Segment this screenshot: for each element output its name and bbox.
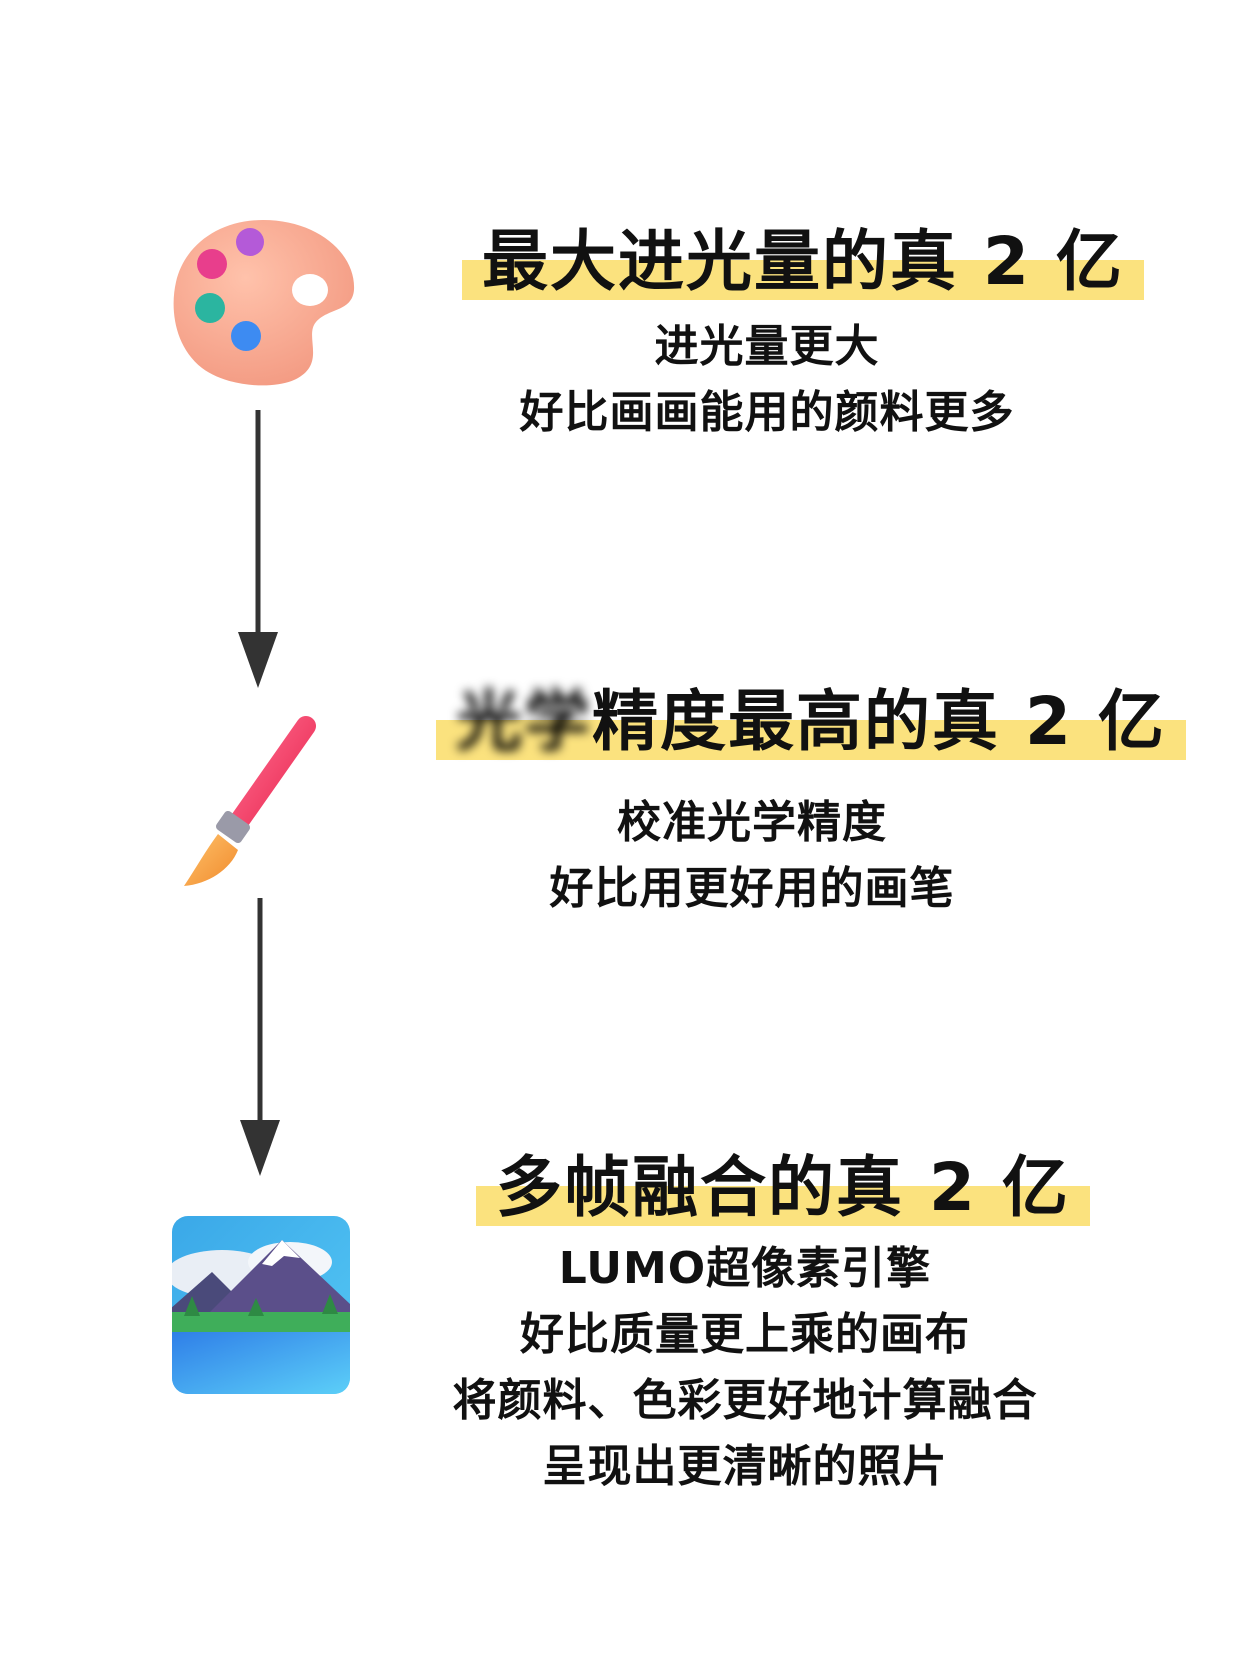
section-3-line: 呈现出更清晰的照片	[542, 1441, 948, 1492]
section-1-line: 好比画画能用的颜料更多	[519, 387, 1015, 438]
section-3-line: 将颜料、色彩更好地计算融合	[452, 1375, 1038, 1426]
section-3-line: 好比质量更上乘的画布	[520, 1309, 970, 1360]
obscured-text: 光学	[456, 683, 592, 760]
section-2-line: 好比用更好用的画笔	[549, 863, 955, 914]
paintbrush-icon	[178, 712, 328, 892]
artist-palette-icon	[168, 212, 358, 392]
section-2-description: 校准光学精度 好比用更好用的画笔	[462, 790, 1042, 922]
section-2-heading: 光学精度最高的真 2 亿	[436, 682, 1186, 762]
section-1-description: 进光量更大 好比画画能用的颜料更多	[462, 314, 1072, 446]
framed-landscape-picture-icon	[172, 1216, 350, 1394]
arrow-down-icon	[238, 898, 282, 1178]
section-3-description: LUMO超像素引擎 好比质量更上乘的画布 将颜料、色彩更好地计算融合 呈现出更清…	[430, 1236, 1060, 1500]
section-1-heading: 最大进光量的真 2 亿	[462, 222, 1144, 302]
arrow-down-icon	[236, 410, 280, 690]
section-1-line: 进光量更大	[654, 321, 880, 372]
section-2-line: 校准光学精度	[617, 797, 887, 848]
section-3-heading: 多帧融合的真 2 亿	[476, 1148, 1090, 1228]
section-3-line: LUMO超像素引擎	[558, 1243, 932, 1294]
